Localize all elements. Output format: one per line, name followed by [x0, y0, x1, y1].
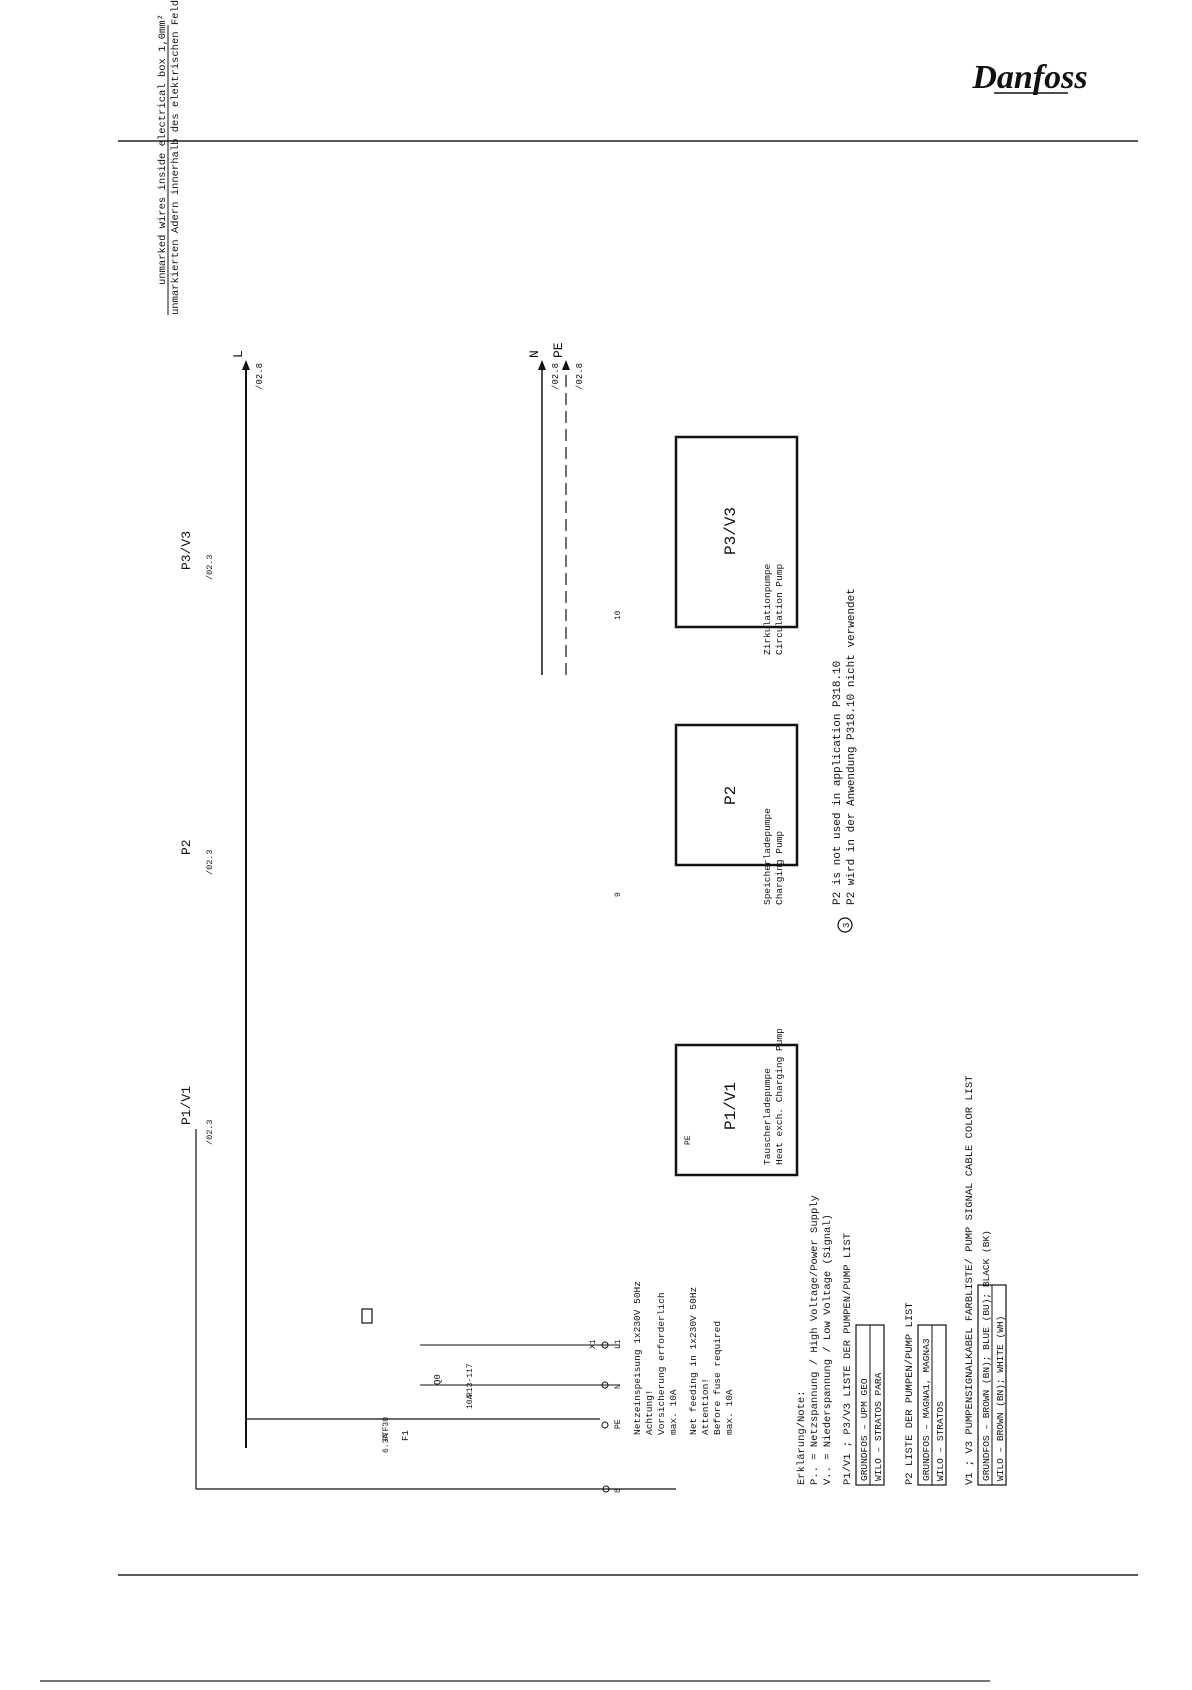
p1-term-l: 8	[614, 1488, 623, 1493]
bus-l-ref: /02.8	[255, 363, 265, 390]
danfoss-logo: Danfoss	[971, 59, 1087, 96]
pump-p2-label: P2	[722, 786, 740, 805]
pump-p3-en: Circulation Pump	[774, 563, 785, 655]
note-unmarked-de: unmarkierten Adern innerhalb des elektri…	[170, 0, 182, 315]
p2-term-l: 9	[614, 892, 623, 897]
legend-list1-title: P1/V1 ; P3/V3 LISTE DER PUMPEN/PUMP LIST	[842, 1233, 854, 1485]
supply-en-1: Attention!	[700, 1378, 711, 1435]
pump-p1-en: Heat exch. Charging Pump	[774, 1028, 785, 1165]
supply-f1-rating: 6.3A	[382, 1434, 391, 1453]
sig-p1v1: P1/V1	[179, 1086, 194, 1125]
sig-p3v3-ref: /02.3	[205, 554, 215, 580]
legend-list2-0: GRUNDFOS – MAGNA1, MAGNA3	[921, 1338, 932, 1481]
supply-f1-type: PTF30	[382, 1417, 391, 1441]
pump-p2-en: Charging Pump	[774, 831, 785, 905]
p2-note-de: P2 wird in der Anwendung P318.10 nicht v…	[846, 588, 858, 905]
pump-p2-box	[674, 723, 799, 867]
fuse-f1-symbol	[361, 1308, 373, 1324]
supply-q0-type: R13-117	[466, 1363, 475, 1397]
legend-list2-1: WILO – STRATOS	[935, 1401, 946, 1481]
pump-p3-box	[674, 435, 799, 629]
sig-p3v3: P3/V3	[179, 531, 194, 570]
pump-p1: P1/V1 Tauscherladepumpe Heat exch. Charg…	[179, 1028, 799, 1493]
p1-pin-pe: PE	[684, 1135, 693, 1145]
sig-p2: P2	[179, 839, 194, 855]
legend-list3-0: GRUNDFOS – BROWN (BN); BLUE (BU); BLACK …	[981, 1230, 992, 1481]
supply-de-1: Achtung!	[644, 1389, 655, 1435]
pump-p3-label: P3/V3	[722, 507, 740, 555]
p2-note-marker: 3	[842, 923, 852, 928]
logo-text: Danfoss	[971, 59, 1087, 96]
sig-p1v1-ref: /02.3	[205, 1119, 215, 1145]
supply-de-3: max. 10A	[668, 1389, 679, 1435]
p2-note-marker-circle	[837, 917, 853, 933]
legend-list3-title: V1 ; V3 PUMPENSIGNALKABEL FARBLISTE/ PUM…	[964, 1075, 976, 1485]
supply-de-0: Netzeinspeisung 1x230V 50Hz	[632, 1281, 643, 1435]
pump-p3-de: Zirkulationpumpe	[762, 563, 773, 655]
bus-n-label: N	[527, 350, 542, 358]
legend-lv: V.. = Niederspannung / Low Voltage (Sign…	[822, 1214, 834, 1485]
bus-n-ref: /02.8	[551, 363, 561, 390]
p2-note-en: P2 is not used in application P318.10	[832, 661, 844, 905]
legend-list2-title: P2 LISTE DER PUMPEN/PUMP LIST	[904, 1302, 916, 1485]
supply-q0-rating: 10A	[466, 1394, 475, 1409]
supply-en-3: max. 10A	[724, 1389, 735, 1435]
supply-de-2: Vorsicherung erforderlich	[656, 1292, 667, 1435]
bus-pe-ref: /02.8	[575, 363, 585, 390]
pump-p2: P2 Speicherladepumpe Charging Pump P2 /0…	[179, 723, 799, 905]
pump-p2-de: Speicherladepumpe	[762, 808, 773, 905]
legend-list1-1: WILO – STRATOS PARA	[873, 1372, 884, 1481]
supply-en-0: Net feeding in 1x230V 50Hz	[688, 1287, 699, 1435]
pump-p1-de: Tauscherladepumpe	[762, 1068, 773, 1165]
p3-term-l: 10	[614, 610, 623, 620]
legend-title: Erklärung/Note:	[796, 1390, 808, 1485]
supply-term-n: N	[614, 1384, 623, 1389]
bus-pe-label: PE	[551, 342, 566, 358]
sig-p2-ref: /02.3	[205, 849, 215, 875]
supply-x1-a: X1	[589, 1339, 598, 1349]
legend-list1-0: GRUNDFOS – UPM GEO	[859, 1378, 870, 1481]
supply-q0-label: Q0	[433, 1374, 443, 1385]
note-unmarked-en: unmarked wires inside electrical box 1,0…	[157, 14, 169, 285]
legend-list3-1: WILO – BROWN (BN); WHITE (WH)	[995, 1316, 1006, 1481]
bus-l-label: L	[231, 350, 246, 358]
supply-f1-label: F1	[401, 1430, 411, 1441]
pump-p3: P3/V3 Zirkulationpumpe Circulation Pump …	[179, 435, 799, 655]
supply-en-2: Before fuse required	[712, 1321, 723, 1435]
legend-hv: P.. = Netzspannung / High Voltage/Power …	[809, 1195, 821, 1485]
supply-term-pe: PE	[614, 1419, 623, 1429]
supply-term-l1: L1	[614, 1339, 623, 1349]
pump-p1-label: P1/V1	[722, 1082, 740, 1130]
pump-p1-box	[674, 1043, 799, 1177]
drawing-rotated: unmarked wires inside electrical box 1,0…	[157, 0, 1007, 1493]
